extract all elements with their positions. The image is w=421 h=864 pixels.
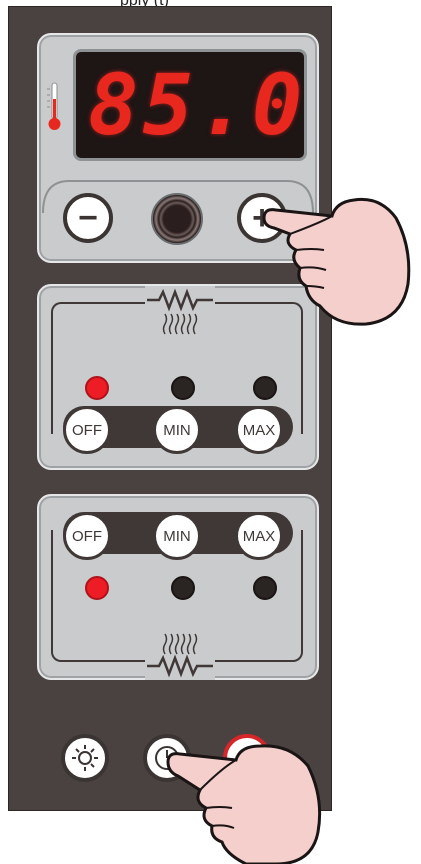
max-label: MAX	[243, 528, 276, 545]
pointing-hand-icon	[262, 188, 414, 328]
min-label: MIN	[163, 422, 191, 439]
led-min-bottom	[171, 576, 195, 600]
pointing-hand-icon	[166, 742, 326, 864]
min-label: MIN	[163, 528, 191, 545]
led-max-bottom	[253, 576, 277, 600]
heater-element-icon	[145, 630, 215, 680]
lamp-icon	[70, 743, 100, 773]
led-min-top	[171, 376, 195, 400]
min-button-bottom[interactable]: MIN	[153, 512, 201, 560]
off-label: OFF	[72, 422, 102, 439]
max-label: MAX	[243, 422, 276, 439]
max-button-top[interactable]: MAX	[235, 406, 283, 454]
led-off-top	[85, 376, 109, 400]
temperature-display: 85.0	[73, 49, 307, 161]
min-button-top[interactable]: MIN	[153, 406, 201, 454]
heat-module-bottom: OFF MIN MAX	[37, 494, 319, 680]
led-off-bottom	[85, 576, 109, 600]
light-button[interactable]	[61, 734, 109, 782]
thermometer-icon	[45, 79, 63, 133]
off-label: OFF	[72, 528, 102, 545]
off-button-bottom[interactable]: OFF	[63, 512, 111, 560]
center-knob	[151, 193, 203, 245]
control-panel: 85.0 − + OFF MIN MAX OFF MIN MA	[8, 6, 332, 811]
max-button-bottom[interactable]: MAX	[235, 512, 283, 560]
minus-icon: −	[78, 201, 98, 235]
led-max-top	[253, 376, 277, 400]
off-button-top[interactable]: OFF	[63, 406, 111, 454]
minus-button[interactable]: −	[63, 193, 113, 243]
heater-element-icon	[145, 286, 215, 336]
temperature-value: 85.0	[88, 60, 298, 150]
